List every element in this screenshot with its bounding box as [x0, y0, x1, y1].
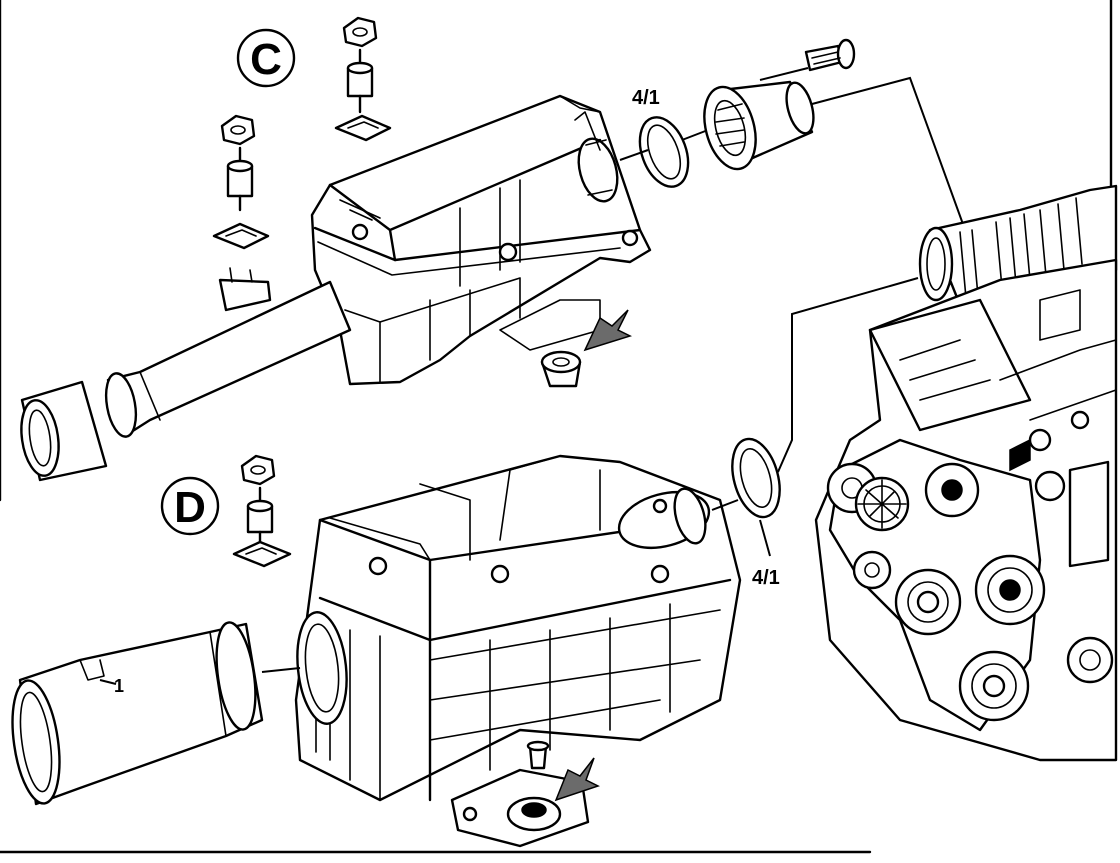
mount-stack-c-top	[334, 16, 392, 142]
view-d-badge	[160, 476, 220, 536]
seal-ring-d: 4/1	[711, 277, 919, 589]
grommet-c	[540, 309, 633, 388]
seal-d-label: 4/1	[752, 567, 780, 589]
intake-hose-d: 1	[11, 621, 301, 806]
view-c-label: C	[250, 35, 282, 84]
air-flow-sensor	[703, 38, 856, 171]
seal-ring-c: 4/1	[619, 87, 709, 188]
spring-clip-icon	[212, 222, 270, 250]
view-d-label: D	[174, 483, 206, 532]
mount-stack-c-left	[212, 114, 270, 250]
leader-line-c	[811, 76, 969, 239]
hex-nut-icon	[220, 114, 256, 146]
air-filter-housing-c	[310, 94, 652, 386]
grommet-bracket-d	[450, 740, 600, 848]
leader-line-d	[777, 277, 919, 473]
hose-d-label: 1	[114, 676, 124, 696]
engine-pulleys	[826, 438, 1114, 732]
view-c-group: C	[20, 16, 969, 482]
intake-snorkel-c	[104, 267, 352, 438]
air-filter-housing-d	[294, 454, 742, 802]
view-d-group: D	[11, 277, 919, 848]
arrow-indicator-icon	[583, 309, 633, 352]
seal-c-label: 4/1	[632, 87, 660, 109]
spring-clip-icon	[232, 540, 292, 568]
spring-clip-icon	[334, 114, 392, 142]
arrow-indicator-icon	[554, 757, 600, 802]
hex-nut-icon	[240, 454, 276, 486]
mount-stack-d	[232, 454, 292, 568]
hex-nut-icon	[342, 16, 378, 48]
view-c-badge	[236, 28, 296, 88]
intake-mouth-c	[20, 380, 108, 482]
engine-assembly	[814, 184, 1118, 762]
